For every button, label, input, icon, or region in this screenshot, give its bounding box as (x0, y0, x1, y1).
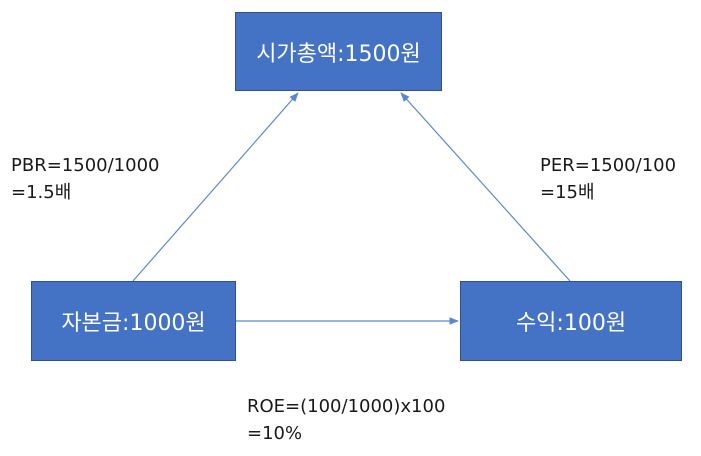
market-cap-node: 시가총액:1500원 (235, 12, 442, 91)
pbr-formula-line1: PBR=1500/1000 (11, 155, 160, 176)
per-formula-line2: =15배 (540, 182, 595, 203)
edge-capital-to-market-cap (132, 92, 299, 282)
edge-earnings-to-market-cap (400, 92, 571, 282)
pbr-formula: PBR=1500/1000 =1.5배 (11, 152, 159, 206)
pbr-formula-line2: =1.5배 (11, 182, 72, 203)
capital-label: 자본금:1000원 (61, 311, 206, 336)
capital-node: 자본금:1000원 (31, 281, 236, 361)
roe-formula: ROE=(100/1000)x100 =10% (247, 393, 445, 447)
earnings-node: 수익:100원 (460, 281, 682, 361)
per-formula-line1: PER=1500/100 (540, 155, 677, 176)
roe-formula-line1: ROE=(100/1000)x100 (247, 396, 446, 417)
per-formula: PER=1500/100 =15배 (540, 152, 676, 206)
roe-formula-line2: =10% (247, 423, 303, 444)
earnings-label: 수익:100원 (515, 311, 627, 336)
market-cap-label: 시가총액:1500원 (256, 41, 421, 67)
